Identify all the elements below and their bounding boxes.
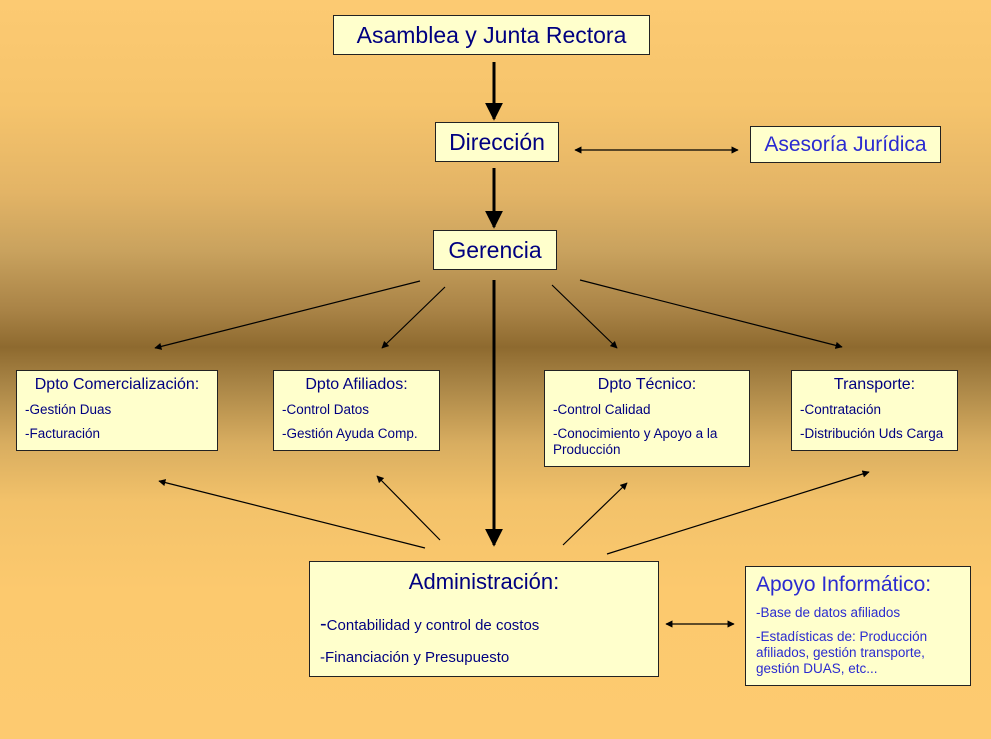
dept-comercializacion-box: Dpto Comercialización: -Gestión Duas -Fa… (16, 370, 218, 451)
dept-comercializacion-item: -Facturación (25, 426, 101, 441)
administracion-item-text: Contabilidad y control de costos (326, 617, 540, 634)
gerencia-box: Gerencia (433, 230, 557, 270)
dept-transporte-item: -Distribución Uds Carga (800, 426, 944, 441)
arrow-gerencia-afiliados (381, 286, 446, 349)
arrow-admin-transporte (606, 470, 870, 555)
administracion-title: Administración: (408, 569, 560, 594)
arrow-gerencia-tecnico (551, 284, 618, 349)
apoyo-informatico-box: Apoyo Informático: -Base de datos afilia… (745, 566, 971, 686)
dept-tecnico-item: -Conocimiento y Apoyo a la Producción (553, 426, 718, 457)
administracion-box: Administración: -Contabilidad y control … (309, 561, 659, 677)
dept-tecnico-title: Dpto Técnico: (597, 376, 697, 393)
asesoria-label: Asesoría Jurídica (764, 133, 927, 156)
dept-comercializacion-title: Dpto Comercialización: (34, 376, 200, 393)
apoyo-informatico-item: -Base de datos afiliados (756, 605, 901, 620)
dept-tecnico-item: -Control Calidad (553, 402, 651, 417)
gerencia-label: Gerencia (448, 237, 542, 263)
administracion-item: -Contabilidad y control de costos (310, 613, 658, 636)
apoyo-informatico-title: Apoyo Informático: (756, 573, 932, 596)
dept-afiliados-item: -Gestión Ayuda Comp. (282, 426, 418, 441)
administracion-item-dash: - (320, 613, 327, 635)
dept-transporte-item: -Contratación (800, 402, 882, 417)
arrow-admin-tecnico (562, 482, 628, 546)
dept-afiliados-title: Dpto Afiliados: (305, 376, 408, 393)
dept-afiliados-item: -Control Datos (282, 402, 370, 417)
dept-tecnico-box: Dpto Técnico: -Control Calidad -Conocimi… (544, 370, 750, 467)
arrow-gerencia-transporte (579, 279, 843, 349)
dept-transporte-box: Transporte: -Contratación -Distribución … (791, 370, 958, 451)
direccion-box: Dirección (435, 122, 559, 162)
asamblea-box: Asamblea y Junta Rectora (333, 15, 650, 55)
apoyo-informatico-item: -Estadísticas de: Producción afiliados, … (756, 629, 928, 676)
dept-afiliados-box: Dpto Afiliados: -Control Datos -Gestión … (273, 370, 440, 451)
direccion-label: Dirección (449, 129, 545, 155)
arrow-admin-afiliados (376, 475, 441, 541)
dept-transporte-title: Transporte: (833, 376, 916, 393)
asamblea-label: Asamblea y Junta Rectora (356, 22, 627, 48)
asesoria-box: Asesoría Jurídica (750, 126, 941, 163)
administracion-item: -Financiación y Presupuesto (320, 649, 510, 666)
arrow-gerencia-comercializacion (154, 280, 421, 350)
arrow-admin-comercializacion (158, 479, 426, 549)
dept-comercializacion-item: -Gestión Duas (25, 402, 112, 417)
